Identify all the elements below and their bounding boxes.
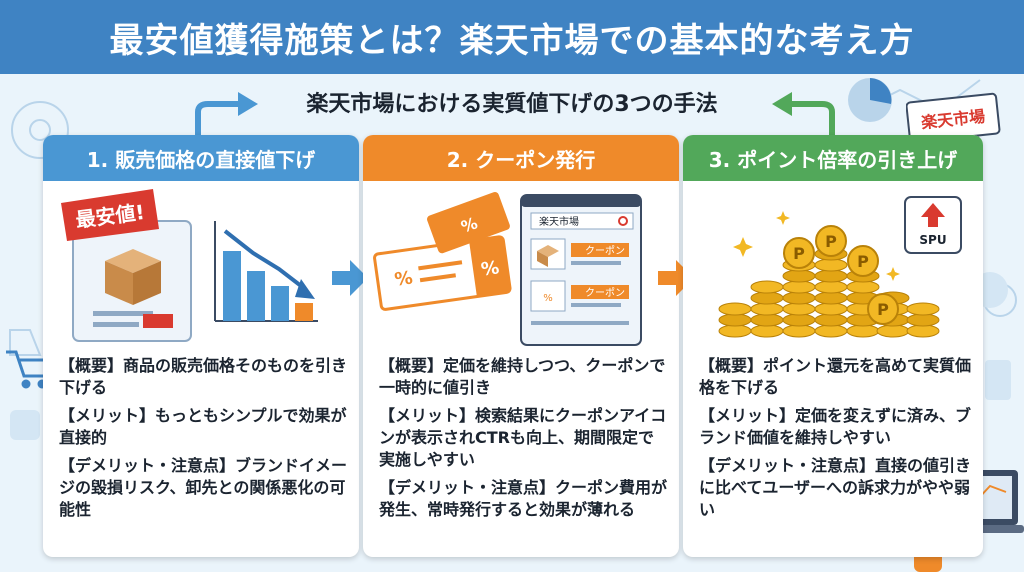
up-arrow-icon — [921, 203, 945, 227]
coin — [876, 324, 910, 338]
coin — [750, 313, 784, 327]
card-1-text: 【概要】商品の販売価格そのものを引き下げる 【メリット】もっともシンプルで効果が… — [59, 355, 349, 527]
coin — [718, 324, 752, 338]
coin — [846, 280, 880, 294]
card-2-demerit: 【デメリット・注意点】クーポン費用が発生、常時発行すると効果が薄れる — [379, 478, 668, 519]
svg-text:%: % — [480, 257, 501, 280]
coin — [782, 280, 816, 294]
coin — [814, 313, 848, 327]
price-drop-illustration: 最安値! — [61, 189, 318, 342]
curved-arrow-left — [772, 92, 835, 138]
points-illustration: SPU P P P P — [718, 196, 962, 338]
point-coin-letter: P — [825, 232, 837, 251]
card-1-demerit: 【デメリット・注意点】ブランドイメージの毀損リスク、卸先との関係悪化の可能性 — [59, 456, 348, 519]
point-coin-letter: P — [793, 244, 805, 263]
card-2-text: 【概要】定価を維持しつつ、クーポンで一時的に値引き 【メリット】検索結果にクーポ… — [379, 355, 669, 527]
coin — [718, 313, 752, 327]
card-3-text: 【概要】ポイント還元を高めて実質価格を下げる 【メリット】定価を変えずに済み、ブ… — [699, 355, 973, 527]
coin — [906, 324, 940, 338]
bar-chart-icon — [214, 221, 318, 322]
coin — [782, 302, 816, 316]
card-1-header: 1. 販売価格の直接値下げ — [43, 135, 359, 181]
coin — [814, 258, 848, 272]
card-3-overview: 【概要】ポイント還元を高めて実質価格を下げる — [699, 356, 972, 397]
sparkle-icon — [733, 211, 900, 281]
card-3-header: 3. ポイント倍率の引き上げ — [683, 135, 983, 181]
coin — [906, 313, 940, 327]
coin — [814, 324, 848, 338]
card-1-overview: 【概要】商品の販売価格そのものを引き下げる — [59, 356, 348, 397]
coin — [750, 291, 784, 305]
coin — [782, 313, 816, 327]
coupon-label-1: クーポン — [585, 245, 625, 257]
coupon-illustration: % % % 楽天市場 クーポン % クーポン — [373, 191, 642, 346]
svg-text:%: % — [459, 213, 481, 236]
coin — [750, 324, 784, 338]
search-result-window: 楽天市場 クーポン % クーポン — [520, 194, 642, 346]
method-card-3: 3. ポイント倍率の引き上げ SPU P P P P 【概要】ポイント還元を高めて実質… — [683, 135, 983, 557]
point-coin-icon — [867, 293, 899, 325]
card-3-merit: 【メリット】定価を変えずに済み、ブランド価値を維持しやすい — [699, 406, 972, 447]
point-coin-letter: P — [857, 252, 869, 271]
spu-text: SPU — [919, 233, 946, 247]
card-2-merit: 【メリット】検索結果にクーポンアイコンが表示されCTRも向上、期間限定で実施しや… — [379, 406, 667, 469]
subtitle: 楽天市場における実質値下げの3つの手法 — [306, 92, 718, 117]
coin — [782, 269, 816, 283]
box-icon — [105, 249, 161, 305]
coin — [814, 302, 848, 316]
card-3-demerit: 【デメリット・注意点】直接の値引きに比べてユーザーへの訴求力がやや弱い — [699, 456, 972, 519]
coin — [906, 302, 940, 316]
point-coin-icon — [783, 237, 815, 269]
point-coin-letter: P — [877, 300, 889, 319]
card-1-merit: 【メリット】もっともシンプルで効果が直接的 — [59, 406, 347, 447]
spu-card: SPU — [904, 196, 962, 254]
method-card-1: 1. 販売価格の直接値下げ 最安値! 【概要】商品の販 — [43, 135, 359, 557]
lowest-price-badge: 最安値! — [61, 189, 159, 241]
coin — [718, 302, 752, 316]
point-coin-icon — [847, 245, 879, 277]
rakuten-sign: 楽天市場 — [906, 92, 1001, 142]
coin — [814, 291, 848, 305]
coin-stacks: P P P P — [718, 225, 940, 338]
coupon-label-2: クーポン — [585, 287, 625, 299]
arrow-right-1 — [332, 260, 368, 296]
search-box-text: 楽天市場 — [539, 215, 579, 228]
coin — [846, 324, 880, 338]
svg-text:%: % — [393, 267, 414, 290]
curved-arrow-right — [195, 92, 258, 138]
card-2-header: 2. クーポン発行 — [363, 135, 679, 181]
coin — [750, 302, 784, 316]
coin — [814, 269, 848, 283]
card-2-overview: 【概要】定価を維持しつつ、クーポンで一時的に値引き — [379, 356, 666, 397]
search-icon — [618, 216, 628, 226]
svg-text:%: % — [543, 293, 553, 304]
point-coin-icon — [815, 225, 847, 257]
coin — [782, 291, 816, 305]
coin — [782, 324, 816, 338]
coin — [814, 280, 848, 294]
page-title: 最安値獲得施策とは？楽天市場での基本的な考え方 — [0, 0, 1024, 74]
coin — [750, 280, 784, 294]
method-card-2: 2. クーポン発行 % % % 楽天市場 クーポン — [363, 135, 679, 557]
